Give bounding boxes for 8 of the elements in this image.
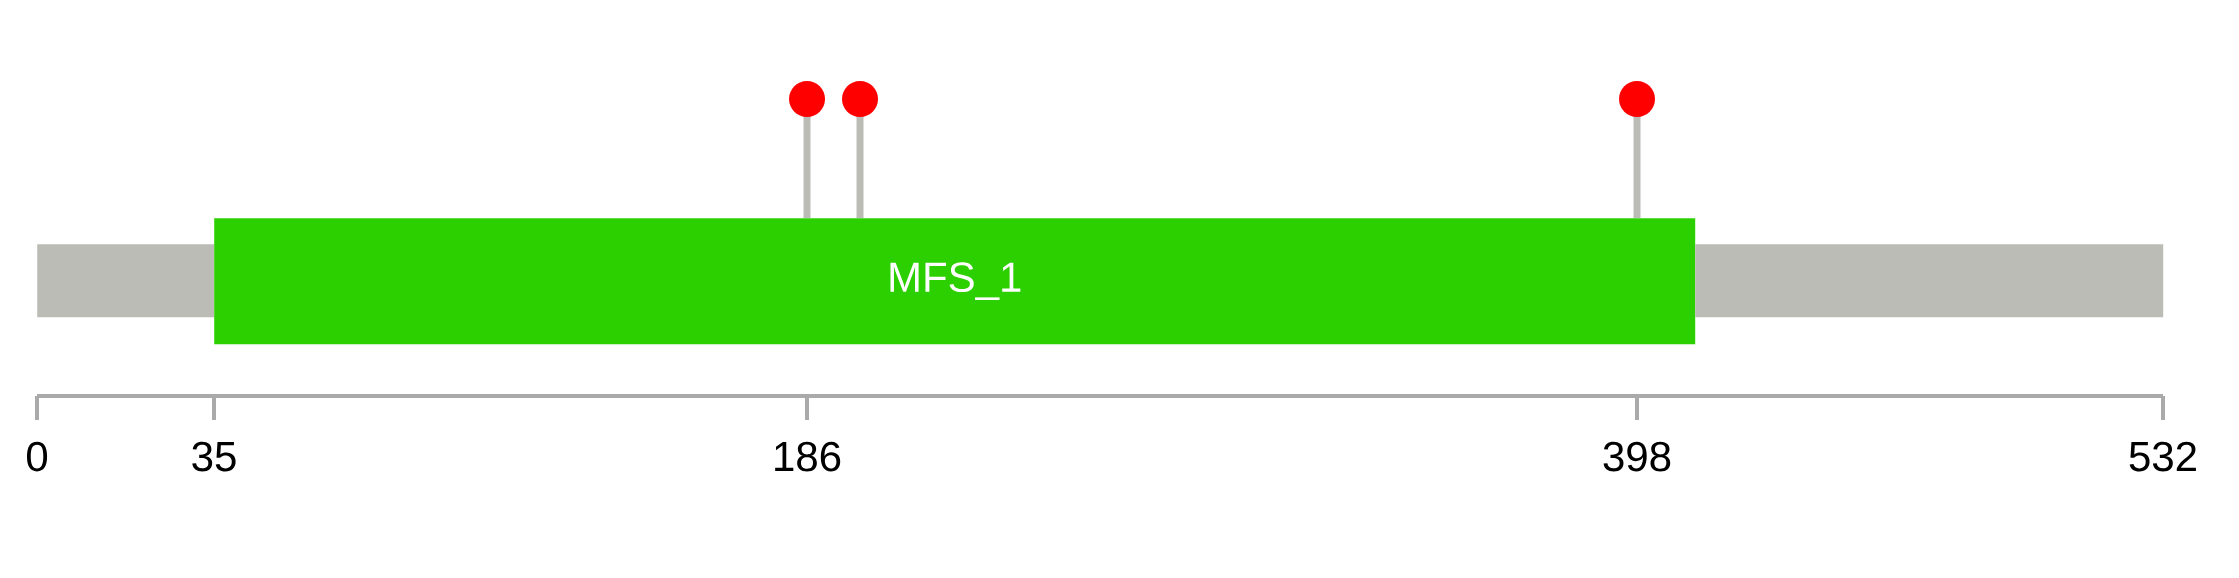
protein-bar <box>1695 244 2164 318</box>
protein-bar <box>37 244 215 318</box>
tick-label: 35 <box>192 441 236 472</box>
tick-label: 398 <box>1603 441 1671 472</box>
tick-label: 186 <box>775 441 841 472</box>
domain-box: MFS_1 <box>214 218 1696 345</box>
tick-label: 532 <box>2129 441 2196 472</box>
tick-label: 0 <box>27 441 48 472</box>
